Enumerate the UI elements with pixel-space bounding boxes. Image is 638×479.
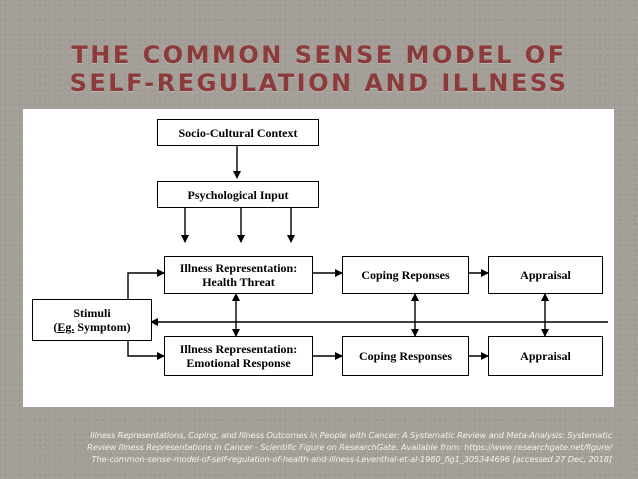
source-caption: Illness Representations, Coping, and Ill…	[40, 429, 612, 465]
stimuli-symptom: Symptom)	[74, 320, 131, 334]
socio-cultural-context-label: Socio-Cultural Context	[178, 125, 298, 140]
appraisal-top-label: Appraisal	[520, 268, 571, 282]
slide-title-line-1: THE COMMON SENSE MODEL OF	[71, 41, 567, 69]
coping-responses-bottom-box: Coping Responses	[342, 336, 469, 376]
diagram-panel: Socio-Cultural Context Psychological Inp…	[23, 109, 614, 407]
psychological-input-label: Psychological Input	[187, 187, 289, 202]
caption-line-3: The-common-sense-model-of-self-regulatio…	[91, 454, 613, 464]
coping-top-label: Coping Reponses	[361, 268, 450, 282]
arrow-stimuli-to-health	[106, 269, 165, 301]
illness-representation-emotional-box: Illness Representation: Emotional Respon…	[164, 336, 313, 376]
appraisal-top-box: Appraisal	[488, 256, 603, 294]
illness-emotional-line-1: Illness Representation:	[179, 342, 298, 356]
stimuli-paren-open: (	[53, 320, 58, 334]
illness-health-line-2: Health Threat	[202, 275, 275, 289]
stimuli-eg: Eg.	[57, 320, 75, 334]
coping-responses-top-box: Coping Reponses	[342, 256, 469, 294]
stimuli-box: Stimuli (Eg. Symptom)	[32, 299, 152, 341]
coping-bottom-label: Coping Responses	[358, 349, 453, 363]
illness-emotional-line-2: Emotional Response	[186, 356, 291, 370]
socio-cultural-context-box: Socio-Cultural Context	[157, 119, 319, 146]
illness-representation-health-box: Illness Representation: Health Threat	[164, 256, 313, 294]
stimuli-label-line-1: Stimuli	[73, 306, 111, 320]
slide-title-line-2: SELF-REGULATION AND ILLNESS	[69, 69, 569, 97]
appraisal-bottom-label: Appraisal	[520, 349, 571, 363]
illness-health-line-1: Illness Representation:	[179, 261, 298, 275]
appraisal-bottom-box: Appraisal	[488, 336, 603, 376]
stimuli-label-line-2: (Eg. Symptom)	[53, 320, 130, 334]
caption-line-1: Illness Representations, Coping, and Ill…	[90, 430, 612, 440]
psychological-input-box: Psychological Input	[157, 181, 319, 208]
caption-line-2: Review Illness Representations in Cancer…	[87, 442, 612, 452]
